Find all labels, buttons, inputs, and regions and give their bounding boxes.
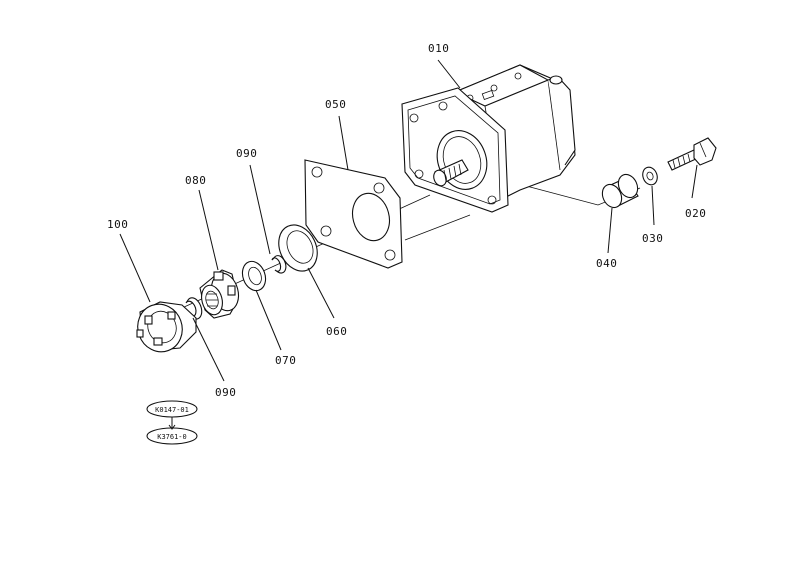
washer-070 <box>241 260 267 292</box>
hydraulic-pump-010 <box>401 64 576 213</box>
label-020: 020 <box>685 207 706 220</box>
ref-code-1: K0147-01 <box>155 406 189 414</box>
reference-tags: K0147-01 K3761-0 <box>146 400 198 445</box>
label-100: 100 <box>107 218 128 231</box>
label-040: 040 <box>596 257 617 270</box>
gasket-plate-050 <box>304 159 403 269</box>
label-010: 010 <box>428 42 449 55</box>
leader-lines <box>119 59 698 382</box>
label-080: 080 <box>185 174 206 187</box>
ref-code-2: K3761-0 <box>157 433 187 441</box>
label-030: 030 <box>642 232 663 245</box>
washer-030 <box>642 166 658 186</box>
coupling-hub-080 <box>199 269 240 319</box>
ref-oval-2 <box>146 427 198 445</box>
label-060: 060 <box>326 325 347 338</box>
label-070: 070 <box>275 354 296 367</box>
bolt-020 <box>667 137 717 171</box>
label-050: 050 <box>325 98 346 111</box>
label-090-upper: 090 <box>236 147 257 160</box>
flange-coupling-100 <box>136 301 197 353</box>
label-090-lower: 090 <box>215 386 236 399</box>
part-number-labels: 010 020 030 040 050 060 070 080 090 090 … <box>107 42 706 399</box>
snap-ring-090-upper <box>271 255 287 274</box>
collar-040 <box>601 173 639 209</box>
seal-ring-060 <box>278 224 318 272</box>
